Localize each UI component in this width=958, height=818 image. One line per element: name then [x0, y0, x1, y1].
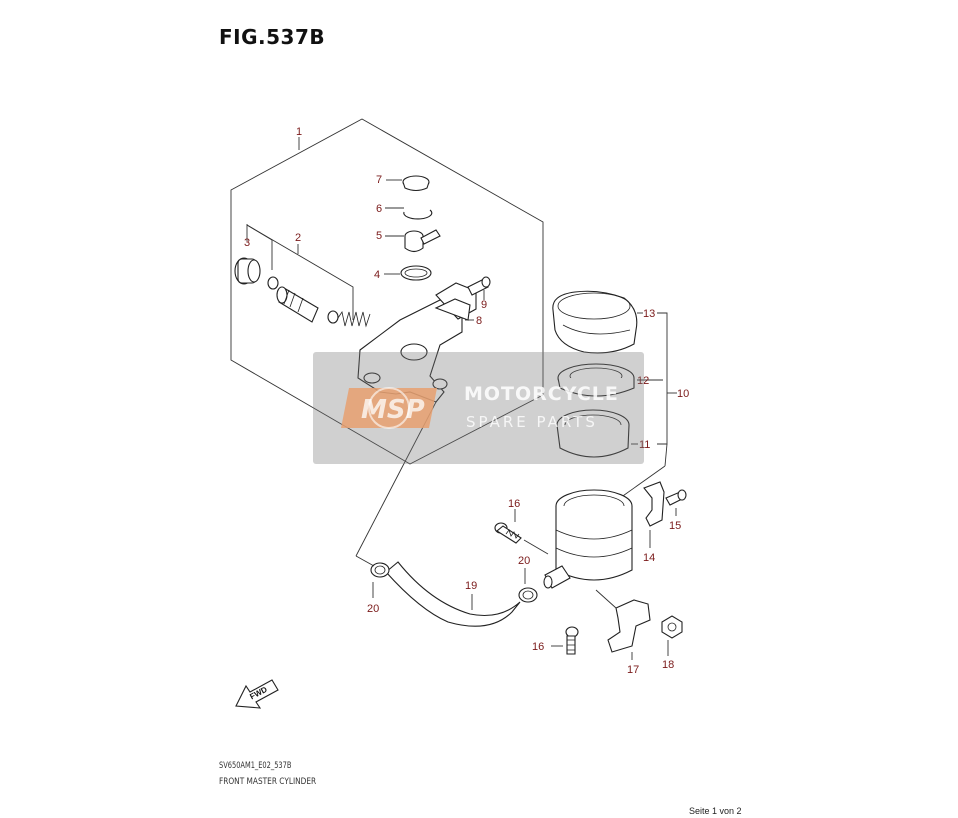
callout-6: 6 — [376, 203, 382, 215]
clamp-20-left-part — [370, 562, 390, 578]
piston-part — [276, 286, 371, 328]
clamp-20-right-part — [518, 587, 538, 603]
callout-20-right: 20 — [518, 555, 530, 567]
bracket-3 — [246, 224, 273, 270]
bracket-17-part — [607, 599, 651, 653]
callout-15: 15 — [669, 520, 681, 532]
callout-11: 11 — [639, 439, 650, 451]
ring-part — [267, 276, 279, 290]
bolt-15-part — [665, 489, 687, 506]
dust-cap-part — [402, 175, 430, 192]
callout-4: 4 — [374, 269, 380, 281]
bracket-10 — [657, 312, 668, 445]
callout-3: 3 — [244, 237, 250, 249]
callout-13: 13 — [643, 308, 655, 320]
reservoir-part — [543, 489, 633, 589]
callout-14: 14 — [643, 552, 655, 564]
nut-18-part — [661, 615, 683, 639]
callout-8: 8 — [476, 315, 482, 327]
callout-18: 18 — [662, 659, 674, 671]
callout-1: 1 — [296, 126, 302, 138]
cup-seal-part — [234, 257, 261, 285]
page-indicator: Seite 1 von 2 — [689, 806, 742, 816]
diaphragm-part — [556, 409, 630, 458]
callout-20-left: 20 — [367, 603, 379, 615]
assembly-outline — [230, 118, 544, 465]
watermark-logo-text: MSP — [361, 395, 425, 425]
bracket-14-part — [643, 481, 665, 527]
hose-part — [385, 561, 521, 627]
screw-9-part — [467, 276, 491, 296]
callout-17: 17 — [627, 664, 639, 676]
bolt-16-lower-part — [565, 626, 579, 655]
union-part — [404, 229, 441, 253]
bolt-16-upper-part — [494, 522, 522, 544]
figure-code: SV650AM1_E02_537B — [219, 761, 292, 771]
callout-5: 5 — [376, 230, 382, 242]
callout-9: 9 — [481, 299, 487, 311]
circlip-part — [403, 209, 433, 220]
fwd-arrow-icon: FWD — [235, 679, 279, 709]
o-ring-part — [400, 265, 432, 281]
figure-name: FRONT MASTER CYLINDER — [219, 777, 317, 787]
callout-16-lower: 16 — [532, 641, 544, 653]
figure-title: FIG.537B — [219, 25, 326, 49]
bracket-2 — [246, 224, 354, 320]
reservoir-cap-part — [552, 290, 638, 354]
callout-12: 12 — [637, 375, 649, 387]
callout-16-upper: 16 — [508, 498, 520, 510]
callout-19: 19 — [465, 580, 477, 592]
diaphragm-plate-part — [557, 363, 635, 397]
watermark-line2: SPARE PARTS — [466, 413, 598, 431]
watermark-line1: MOTORCYCLE — [464, 383, 619, 405]
watermark-logo-icon: MSP — [341, 387, 437, 429]
callout-7: 7 — [376, 174, 382, 186]
pivot-part — [434, 298, 471, 321]
callout-10: 10 — [677, 388, 689, 400]
callout-2: 2 — [295, 232, 301, 244]
